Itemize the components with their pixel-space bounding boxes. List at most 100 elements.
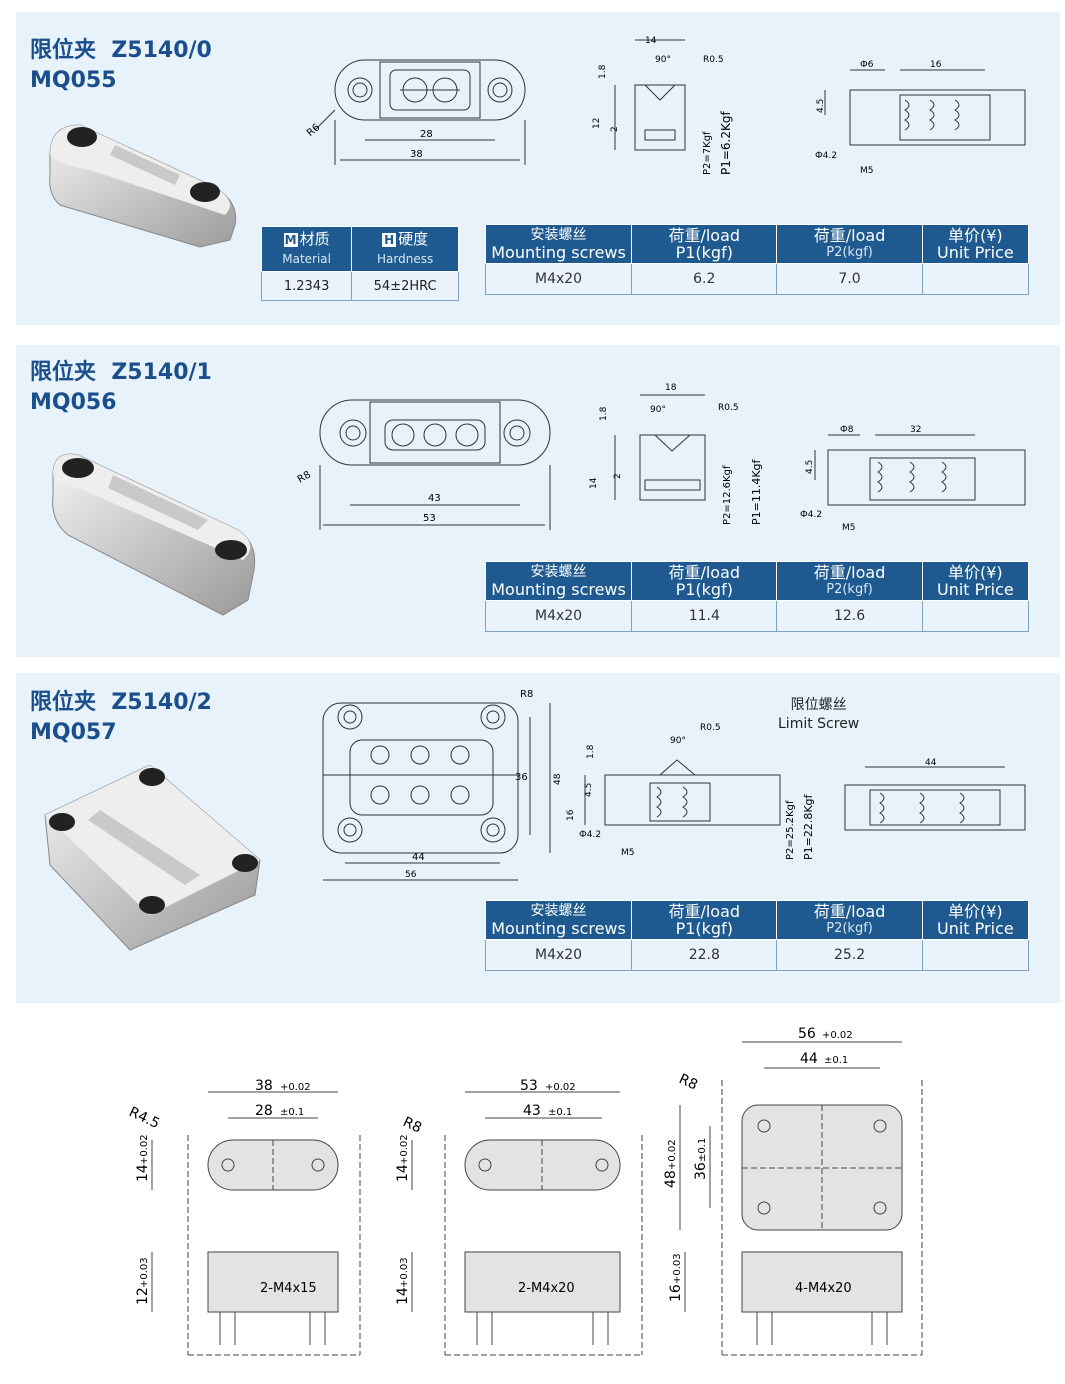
p2-value: 25.2 — [776, 939, 923, 971]
svg-text:28: 28 — [420, 129, 433, 140]
svg-text:12: 12 — [135, 1287, 151, 1305]
side-view-drawing: R0.5 90° 1.8 16 4.5 Ф4.2 M5 P2=25.2Kgf P… — [566, 723, 815, 860]
svg-text:P1=6.2Kgf: P1=6.2Kgf — [719, 111, 733, 175]
svg-text:36: 36 — [693, 1162, 709, 1180]
svg-text:16: 16 — [668, 1284, 684, 1302]
section-view-drawing: Ф6 16 4.5 Ф4.2 M5 — [815, 60, 1026, 176]
p2-value: 12.6 — [776, 600, 923, 632]
svg-text:1.8: 1.8 — [598, 64, 608, 79]
svg-text:R4.5: R4.5 — [126, 1104, 162, 1132]
svg-text:M5: M5 — [842, 523, 856, 533]
svg-text:P1=22.8Kgf: P1=22.8Kgf — [802, 793, 815, 860]
product-photo — [52, 453, 256, 616]
svg-text:±0.1: ±0.1 — [697, 1138, 708, 1162]
svg-text:4.5: 4.5 — [805, 460, 815, 474]
side-view-drawing: 14 R0.5 90° 1.8 12 2 P2=7Kgf P1=6.2Kgf — [592, 36, 733, 175]
title-cn: 限位夹 — [30, 360, 97, 385]
svg-text:56: 56 — [798, 1026, 816, 1042]
top-view-drawing: R8 43 53 — [296, 399, 551, 530]
svg-text:32: 32 — [910, 425, 921, 435]
svg-text:53: 53 — [423, 513, 436, 524]
svg-text:36: 36 — [515, 772, 528, 783]
svg-text:R0.5: R0.5 — [703, 55, 724, 65]
screws-value: M4x20 — [484, 263, 633, 295]
svg-text:90°: 90° — [670, 736, 686, 746]
svg-text:Ф8: Ф8 — [840, 425, 854, 435]
svg-text:±0.1: ±0.1 — [280, 1107, 304, 1118]
section-view-drawing: Ф8 32 4.5 Ф4.2 M5 — [800, 425, 1026, 533]
svg-text:28: 28 — [255, 1103, 273, 1119]
svg-text:38: 38 — [255, 1078, 273, 1094]
svg-text:14: 14 — [395, 1164, 411, 1182]
svg-text:14: 14 — [645, 36, 657, 46]
product-title: 限位夹 Z5140/2 MQ057 — [30, 688, 212, 748]
price-header: 单价(¥)Unit Price — [921, 900, 1030, 940]
svg-text:Ф4.2: Ф4.2 — [579, 830, 601, 840]
price-value — [921, 263, 1030, 295]
top-view-drawing: R8 36 48 44 56 — [322, 689, 563, 881]
svg-text:±0.1: ±0.1 — [548, 1107, 572, 1118]
title-code: MQ057 — [30, 720, 117, 745]
svg-text:R0.5: R0.5 — [700, 723, 721, 733]
svg-text:14: 14 — [135, 1164, 151, 1182]
svg-text:16: 16 — [930, 60, 942, 70]
svg-text:R8: R8 — [400, 1114, 424, 1136]
svg-text:12: 12 — [592, 118, 602, 129]
svg-text:±0.1: ±0.1 — [824, 1055, 848, 1066]
limit-screw-drawing: 44 — [844, 758, 1026, 831]
svg-text:4-M4x20: 4-M4x20 — [795, 1281, 852, 1296]
title-model: Z5140/2 — [111, 690, 212, 715]
product-title: 限位夹 Z5140/1 MQ056 — [30, 358, 212, 418]
title-cn: 限位夹 — [30, 690, 97, 715]
svg-text:P2=25.2Kgf: P2=25.2Kgf — [785, 800, 796, 860]
svg-text:+0.02: +0.02 — [667, 1139, 678, 1170]
price-value — [921, 600, 1030, 632]
product-photo — [49, 124, 237, 248]
svg-text:1.8: 1.8 — [599, 406, 609, 421]
svg-text:4.5: 4.5 — [816, 99, 826, 113]
product-photo — [44, 765, 261, 951]
svg-text:+0.03: +0.03 — [399, 1257, 410, 1288]
p2-value: 7.0 — [776, 263, 923, 295]
screws-value: M4x20 — [484, 939, 633, 971]
svg-text:+0.03: +0.03 — [139, 1257, 150, 1288]
svg-text:90°: 90° — [655, 55, 671, 65]
material-value: 1.2343 — [260, 271, 353, 301]
svg-text:44: 44 — [925, 758, 937, 768]
title-code: MQ055 — [30, 68, 117, 93]
svg-text:2-M4x20: 2-M4x20 — [518, 1281, 575, 1296]
svg-text:48: 48 — [553, 773, 563, 785]
side-view-drawing: 18 R0.5 90° 1.8 14 2 P2=12.6Kgf P1=11.4K… — [589, 383, 763, 525]
svg-text:+0.03: +0.03 — [672, 1253, 683, 1284]
svg-text:16: 16 — [566, 809, 576, 821]
svg-text:+0.02: +0.02 — [139, 1134, 150, 1165]
svg-text:43: 43 — [523, 1103, 541, 1119]
svg-text:14: 14 — [589, 477, 599, 489]
price-value — [921, 939, 1030, 971]
svg-text:R6: R6 — [305, 122, 322, 139]
svg-text:44: 44 — [800, 1051, 818, 1067]
svg-text:+0.02: +0.02 — [822, 1030, 853, 1041]
svg-text:56: 56 — [405, 870, 417, 880]
svg-text:P2=7Kgf: P2=7Kgf — [702, 131, 713, 175]
svg-text:2: 2 — [613, 473, 623, 479]
price-header: 单价(¥)Unit Price — [921, 561, 1030, 601]
hardness-value: 54±2HRC — [351, 271, 459, 301]
svg-text:2-M4x15: 2-M4x15 — [260, 1281, 317, 1296]
svg-text:38: 38 — [410, 149, 423, 160]
svg-text:18: 18 — [665, 383, 677, 393]
title-model: Z5140/1 — [111, 360, 212, 385]
